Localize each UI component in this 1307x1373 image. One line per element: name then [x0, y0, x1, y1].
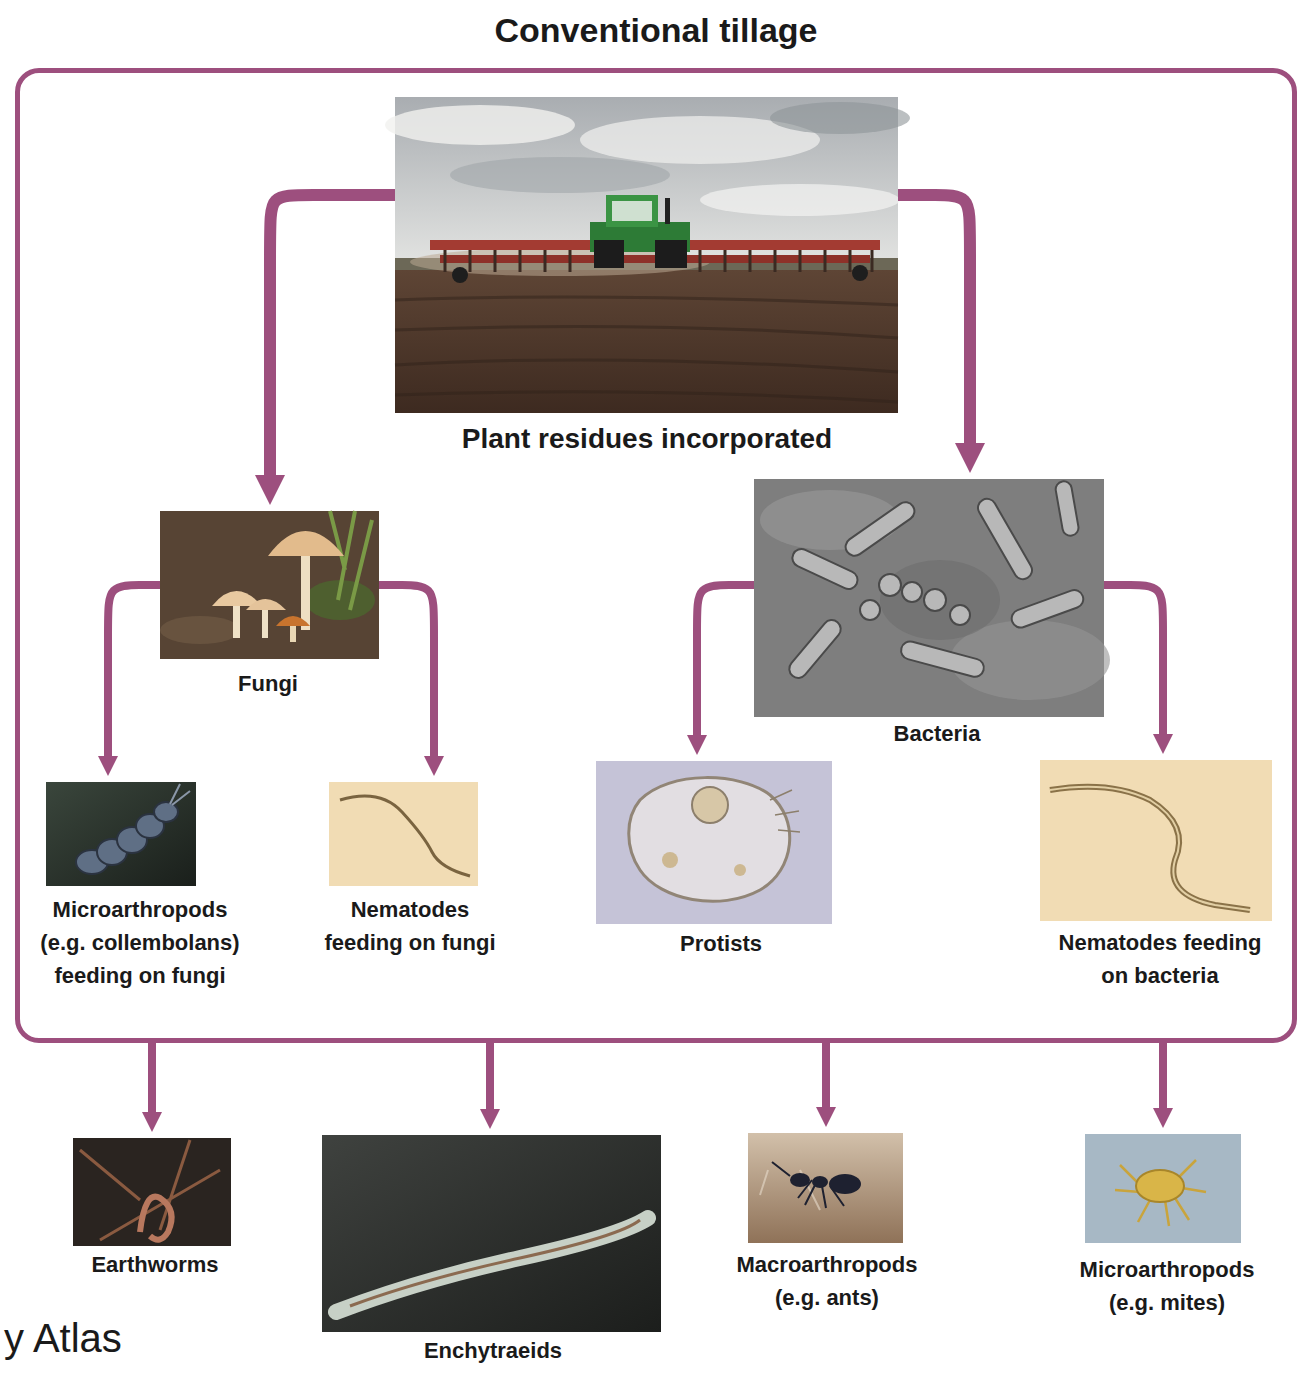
- flow-arrow: [108, 585, 160, 764]
- organism-panel: Microarthropods (e.g. collembolans) feed…: [30, 782, 250, 992]
- organism-panel: Protists: [596, 761, 832, 960]
- frame-box: Conventional tillagePlant residues incor…: [15, 68, 1297, 1043]
- enchytraeid-photo: [322, 1135, 661, 1332]
- flow-arrow: [379, 585, 434, 764]
- nematode-photo: [1040, 760, 1272, 921]
- mite-photo: [1085, 1134, 1241, 1243]
- flow-arrow: [270, 195, 395, 487]
- organism-panel: Plant residues incorporated: [395, 97, 898, 457]
- photo-area: [596, 761, 832, 929]
- organism-caption: Earthworms: [70, 1250, 240, 1281]
- organism-caption: Protists: [646, 929, 796, 960]
- organism-panel: Earthworms: [70, 1138, 240, 1281]
- photo-area: [1040, 760, 1272, 926]
- watermark: y Atlas: [4, 1316, 122, 1361]
- fungi-photo: [160, 511, 379, 659]
- organism-caption: Macroarthropods (e.g. ants): [727, 1248, 927, 1314]
- photo-area: [395, 97, 898, 421]
- flow-arrow: [898, 195, 970, 455]
- flow-arrow: [1104, 585, 1163, 742]
- organism-caption: Microarthropods (e.g. collembolans) feed…: [30, 893, 250, 992]
- photo-area: [727, 1133, 927, 1248]
- photo-area: [1067, 1134, 1267, 1253]
- protist-photo: [596, 761, 832, 924]
- ant-photo: [748, 1133, 903, 1243]
- nematode-photo: [329, 782, 478, 886]
- organism-caption: Nematodes feeding on fungi: [315, 893, 505, 959]
- organism-panel: Microarthropods (e.g. mites): [1067, 1134, 1267, 1319]
- organism-panel: Fungi: [160, 511, 379, 700]
- organism-caption: Plant residues incorporated: [412, 421, 882, 457]
- organism-panel: Macroarthropods (e.g. ants): [727, 1133, 927, 1314]
- organism-caption: Bacteria: [862, 719, 1012, 750]
- organism-panel: Nematodes feeding on fungi: [315, 782, 505, 959]
- diagram-title: Conventional tillage: [20, 11, 1292, 50]
- organism-caption: Fungi: [193, 669, 343, 700]
- flow-arrow: [1159, 1043, 1167, 1116]
- organism-panel: Bacteria: [754, 479, 1104, 750]
- tractor-photo: [385, 97, 910, 413]
- organism-caption: Nematodes feeding on bacteria: [1050, 926, 1270, 992]
- flow-arrow: [148, 1043, 156, 1120]
- photo-area: [160, 511, 379, 669]
- photo-area: [70, 1138, 240, 1250]
- photo-area: [30, 782, 250, 893]
- flow-arrow: [486, 1043, 494, 1117]
- photo-area: [322, 1135, 661, 1338]
- photo-area: [754, 479, 1104, 719]
- collembolan-photo: [46, 782, 196, 886]
- photo-area: [315, 782, 505, 893]
- bacteria-photo: [754, 479, 1110, 717]
- organism-panel: Enchytraeids: [322, 1135, 661, 1364]
- flow-arrow: [822, 1043, 830, 1115]
- flow-arrow: [697, 585, 754, 743]
- earthworm-photo: [73, 1138, 231, 1246]
- organism-caption: Microarthropods (e.g. mites): [1067, 1253, 1267, 1319]
- organism-caption: Enchytraeids: [408, 1338, 578, 1364]
- organism-panel: Nematodes feeding on bacteria: [1040, 760, 1272, 992]
